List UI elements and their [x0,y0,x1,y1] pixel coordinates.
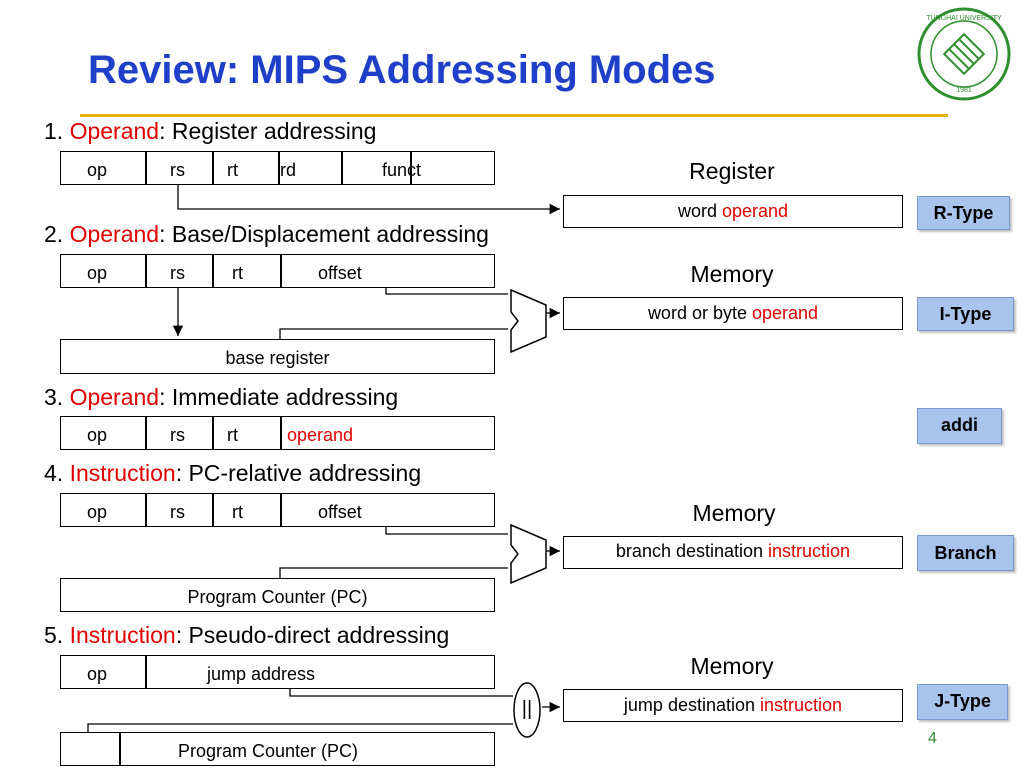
slide-title: Review: MIPS Addressing Modes [88,48,716,92]
field-op: op [87,502,108,522]
base-line [279,328,508,339]
badge-branch: Branch [917,535,1014,571]
field-rs: rs [170,425,185,445]
section-heading-5: 5. Instruction: Pseudo-direct addressing [44,622,450,648]
field-divider [119,732,121,766]
field-rs: rs [170,502,185,522]
concat-symbol: || [521,698,533,720]
pc-line-5 [87,723,513,732]
jump-address-line [289,689,513,697]
memory-word-or-byte-operand: word or byte operand [563,297,903,330]
field-rt: rt [232,502,243,522]
field-divider [145,493,147,527]
field-op: op [87,160,108,180]
field-divider [341,151,343,185]
register-word-operand: word operand [563,195,903,228]
memory-caption-4: Memory [692,500,776,526]
base-register-box: base register [60,339,495,374]
section-heading-2: 2. Operand: Base/Displacement addressing [44,221,489,247]
field-rs: rs [170,160,185,180]
field-divider [280,254,282,288]
section-heading-3: 3. Operand: Immediate addressing [44,384,399,410]
field-divider [280,416,282,450]
field-divider [145,254,147,288]
field-divider [212,493,214,527]
section-heading-4: 4. Instruction: PC-relative addressing [44,460,422,486]
field-operand: operand [287,425,354,445]
field-divider [410,151,412,185]
logo-text: TUNGHAI UNIVERSITY [926,15,1002,22]
register-arrow [177,185,560,215]
adder-2 [510,288,547,354]
field-op: op [87,664,108,684]
field-op: op [87,425,108,445]
badge-j-type: J-Type [917,684,1008,720]
page-number: 4 [928,730,937,747]
field-rt: rt [232,263,243,283]
program-counter-label: Program Counter (PC) [177,741,359,761]
field-divider [212,151,214,185]
field-jump-address: jump address [207,664,316,684]
j-format-instruction [60,655,495,689]
field-rd: rd [280,160,297,180]
field-rt: rt [227,425,238,445]
logo-year: 1981 [956,87,972,94]
field-offset: offset [318,502,362,522]
field-divider [145,416,147,450]
r-format-instruction [60,151,495,185]
field-divider [278,151,280,185]
i-format-instruction-branch [60,493,495,527]
badge-i-type: I-Type [917,297,1014,331]
memory-caption-2: Memory [690,261,774,287]
field-divider [212,254,214,288]
memory-caption-5: Memory [690,653,774,679]
field-divider [145,151,147,185]
field-divider [212,416,214,450]
field-funct: funct [382,160,422,180]
field-offset: offset [318,263,362,283]
badge-r-type: R-Type [917,196,1010,230]
field-op: op [87,263,108,283]
i-format-instruction-immediate [60,416,495,450]
title-underline [80,114,948,117]
field-rs: rs [170,263,185,283]
university-logo: TUNGHAI UNIVERSITY 1981 [916,6,1012,102]
i-format-instruction-base [60,254,495,288]
field-rt: rt [227,160,238,180]
badge-addi: addi [917,408,1002,444]
memory-branch-destination: branch destination instruction [563,536,903,569]
pc-line-4 [279,567,508,578]
memory-jump-destination: jump destination instruction [563,689,903,722]
offset-line [385,288,508,295]
field-divider [145,655,147,689]
concat-ellipse [513,682,541,738]
offset-line-4 [385,527,508,535]
register-caption: Register [689,158,775,184]
program-counter-box: Program Counter (PC) [60,578,495,612]
program-counter-box-2 [60,732,495,766]
adder-4 [510,523,547,585]
section-heading-1: 1. Operand: Register addressing [44,118,377,144]
field-divider [280,493,282,527]
